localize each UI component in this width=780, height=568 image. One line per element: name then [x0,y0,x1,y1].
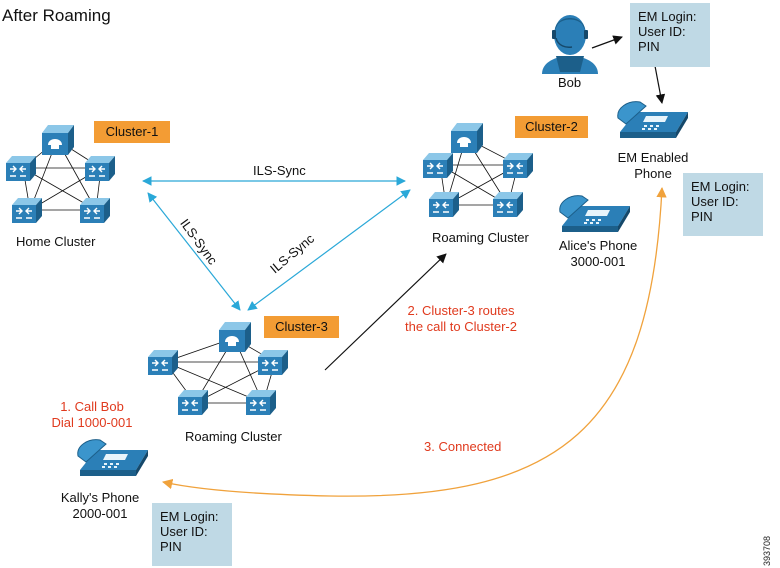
em-pin-line: PIN [638,39,660,54]
em-enabled-phone-icon [617,101,689,139]
cluster-1-router-icon [79,197,111,224]
cluster-1-call-manager-icon [42,125,74,155]
em-login-line: EM Login: [691,179,750,194]
bob-name-label: Bob [558,75,582,90]
em-login-line: EM Login: [160,509,219,524]
ils-sync-arrow-left [147,192,241,311]
step-1-line1: 1. Call Bob [60,399,124,414]
step-1-line2: Dial 1000-001 [51,415,133,430]
em-enabled-phone-line2: Phone [634,166,672,181]
roaming-cluster-2-label: Roaming Cluster [432,230,529,245]
alice-phone-icon [559,195,631,233]
em-user-id-line: User ID: [160,524,208,539]
bob-login-arrow [591,35,623,49]
cluster-3-router-icon [147,349,179,376]
em-login-line: EM Login: [638,9,697,24]
em-login-box: EM Login: User ID: PIN [152,503,232,566]
login-phone-arrow [654,65,666,104]
em-enabled-phone-label: EM Enabled Phone [608,150,698,182]
em-login-box: EM Login: User ID: PIN [630,3,710,67]
step-3-label: 3. Connected [424,439,502,454]
kally-phone-line2: 2000-001 [72,506,128,521]
cluster-1-router-icon [5,155,37,182]
em-user-id-line: User ID: [691,194,739,209]
kally-phone-icon [77,439,149,477]
home-cluster-label: Home Cluster [16,234,96,249]
step-2-label: 2. Cluster-3 routes the call to Cluster-… [390,303,532,335]
cluster-3-call-manager-icon [219,322,251,352]
figure-id: 393708 [762,535,772,566]
em-user-id-line: User ID: [638,24,686,39]
bob-user-icon [542,15,598,74]
cluster-2-tag: Cluster-2 [515,116,588,138]
cluster-3-router-icon [245,389,277,416]
alice-phone-label: Alice's Phone 3000-001 [548,238,648,270]
step-2-line1: 2. Cluster-3 routes [407,303,515,318]
em-pin-line: PIN [691,209,713,224]
cluster-2-router-icon [492,191,524,218]
diagram-title: After Roaming [2,6,111,25]
em-enabled-phone-line1: EM Enabled [617,150,689,165]
cluster-2-router-icon [428,191,460,218]
kally-phone-line1: Kally's Phone [60,490,140,505]
kally-phone-label: Kally's Phone 2000-001 [50,490,150,522]
cluster-3-router-icon [257,349,289,376]
step-1-label: 1. Call Bob Dial 1000-001 [40,399,144,431]
connected-arc [161,186,667,497]
ils-sync-top-label: ILS-Sync [253,163,306,178]
cluster-1-tag: Cluster-1 [94,121,170,143]
ils-sync-arrow-right [247,189,411,311]
cluster-3-router-icon [177,389,209,416]
alice-phone-line2: 3000-001 [570,254,626,269]
cluster-2-router-icon [422,152,454,179]
cluster-1-router-icon [84,155,116,182]
step-2-line2: the call to Cluster-2 [405,319,517,334]
roaming-cluster-3-label: Roaming Cluster [185,429,282,444]
cluster-2-call-manager-icon [451,123,483,153]
alice-phone-line1: Alice's Phone [558,238,638,253]
em-pin-line: PIN [160,539,182,554]
em-login-box: EM Login: User ID: PIN [683,173,763,236]
cluster-1-router-icon [11,197,43,224]
cluster-3-tag: Cluster-3 [264,316,339,338]
cluster-2-router-icon [502,152,534,179]
